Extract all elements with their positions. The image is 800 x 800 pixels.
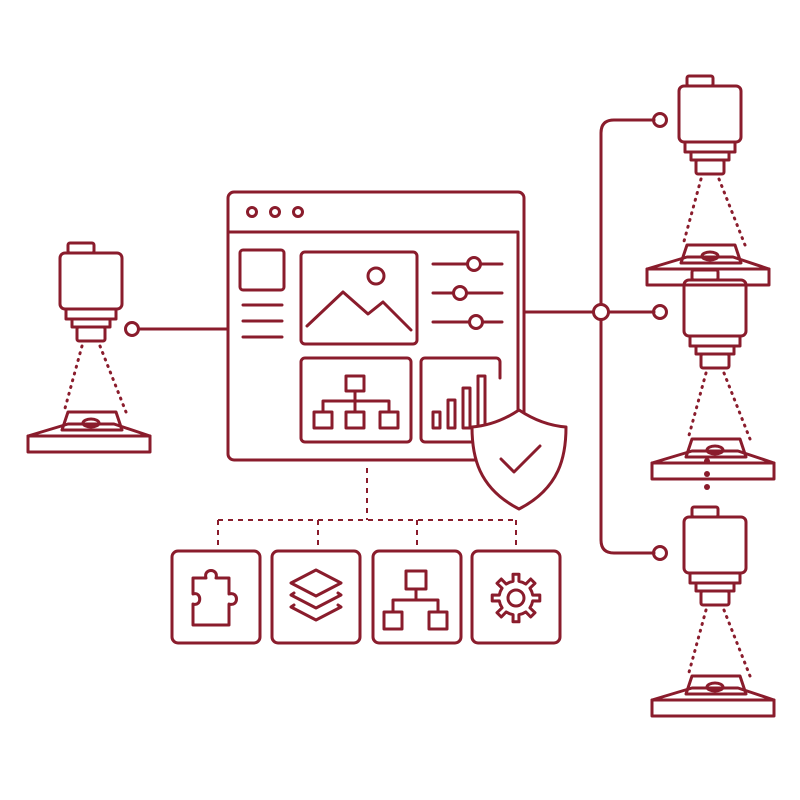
connector-node-bottom bbox=[652, 545, 668, 561]
dashboard-window bbox=[226, 190, 526, 462]
slider-controls bbox=[431, 256, 504, 330]
module-layers bbox=[270, 549, 362, 645]
gear-icon bbox=[490, 572, 542, 624]
avatar-placeholder bbox=[238, 248, 286, 292]
layers-icon bbox=[289, 568, 343, 622]
module-tile bbox=[470, 549, 562, 645]
camera-icon bbox=[58, 241, 124, 343]
module-tile bbox=[170, 549, 262, 645]
camera-left bbox=[26, 241, 152, 454]
hierarchy-icon bbox=[382, 569, 449, 631]
module-puzzle bbox=[170, 549, 262, 645]
module-gear bbox=[470, 549, 562, 645]
gear-hub bbox=[506, 588, 526, 608]
module-tile bbox=[371, 549, 463, 645]
right-bus bbox=[522, 112, 668, 561]
vertical-ellipsis-icon bbox=[704, 458, 710, 490]
inspection-stage-icon bbox=[26, 410, 152, 454]
shield-check-icon bbox=[470, 408, 568, 511]
bus-junction-node bbox=[592, 303, 610, 321]
camera-beam-right bbox=[98, 344, 128, 414]
connector-node-left bbox=[124, 321, 140, 337]
window-dot-3 bbox=[292, 206, 304, 218]
camera-right-middle bbox=[650, 268, 776, 481]
module-connectors bbox=[217, 468, 517, 550]
camera-beam-left bbox=[62, 344, 84, 414]
puzzle-piece-icon bbox=[191, 569, 238, 627]
window-content-frame bbox=[226, 230, 520, 450]
image-placeholder-icon bbox=[299, 250, 419, 346]
module-hierarchy bbox=[371, 549, 463, 645]
window-dot-1 bbox=[246, 206, 258, 218]
camera-right-top bbox=[645, 74, 771, 287]
camera-right-bottom bbox=[650, 505, 776, 718]
window-dot-2 bbox=[269, 206, 281, 218]
hierarchy-panel-icon bbox=[299, 356, 413, 444]
module-tile bbox=[270, 549, 362, 645]
connector-node-top bbox=[652, 112, 668, 128]
connector-node-middle bbox=[652, 304, 668, 320]
